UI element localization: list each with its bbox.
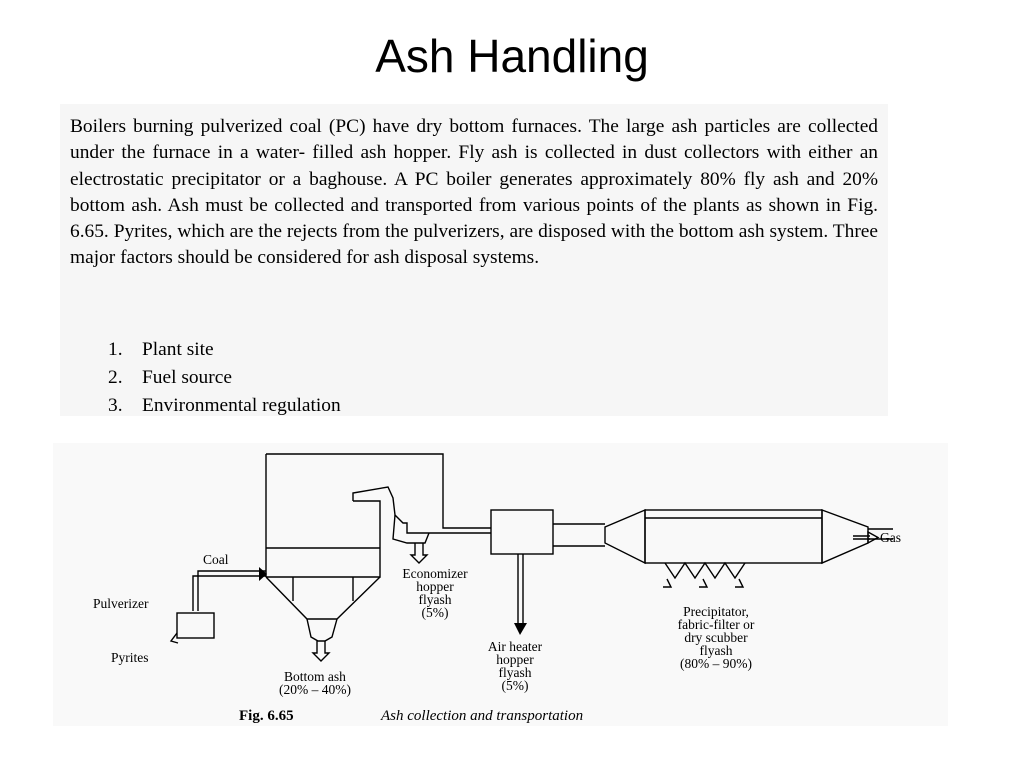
list-item: 2.Fuel source <box>108 367 232 388</box>
svg-text:hopper: hopper <box>496 652 534 667</box>
svg-text:Bottom ash: Bottom ash <box>284 669 346 684</box>
svg-text:(80% – 90%): (80% – 90%) <box>680 656 752 671</box>
ash-flow-diagram: Coal Pulverizer Pyrites Gas Economizer h… <box>93 453 901 724</box>
coal-label: Coal <box>203 552 229 567</box>
svg-text:(5%): (5%) <box>502 678 529 693</box>
svg-text:fabric-filter or: fabric-filter or <box>678 617 755 632</box>
svg-text:dry scubber: dry scubber <box>684 630 748 645</box>
svg-text:Air heater: Air heater <box>488 639 543 654</box>
gas-arrow-icon <box>853 530 880 545</box>
precipitator <box>604 508 893 588</box>
pyrites-label: Pyrites <box>111 650 149 665</box>
figure-caption: Fig. 6.65 Ash collection and transportat… <box>239 708 583 724</box>
precipitator-label: Precipitator, fabric-filter or dry scubb… <box>678 604 755 671</box>
svg-text:Economizer: Economizer <box>402 566 468 581</box>
caption-number: Fig. 6.65 <box>239 708 294 724</box>
svg-text:Precipitator,: Precipitator, <box>683 604 749 619</box>
pulverizer-label: Pulverizer <box>93 596 149 611</box>
economizer-label: Economizer hopper flyash (5%) <box>402 566 468 620</box>
text-excerpt: Boilers burning pulverized coal (PC) hav… <box>60 104 888 416</box>
air-heater <box>490 509 605 635</box>
svg-text:(20% – 40%): (20% – 40%) <box>279 682 351 697</box>
economizer <box>352 486 491 564</box>
slide-title: Ash Handling <box>375 30 649 82</box>
air-heater-label: Air heater hopper flyash (5%) <box>488 639 543 693</box>
svg-text:flyash: flyash <box>700 643 733 658</box>
factor-list: 1.Plant site 2.Fuel source 3.Environment… <box>108 336 341 420</box>
gas-label: Gas <box>880 530 901 545</box>
pulverizer <box>169 612 215 644</box>
bottom-ash-label: Bottom ash (20% – 40%) <box>279 669 351 697</box>
list-item: 1.Plant site <box>108 339 214 360</box>
ash-collection-figure: Coal Pulverizer Pyrites Gas Economizer h… <box>53 443 948 726</box>
svg-text:flyash: flyash <box>499 665 532 680</box>
body-paragraph: Boilers burning pulverized coal (PC) hav… <box>70 116 878 269</box>
list-item: 3.Environmental regulation <box>108 395 341 416</box>
svg-text:(5%): (5%) <box>422 605 449 620</box>
boiler <box>265 453 491 662</box>
caption-text: Ash collection and transportation <box>380 708 583 724</box>
coal-feed <box>192 567 267 611</box>
svg-text:hopper: hopper <box>416 579 454 594</box>
svg-text:flyash: flyash <box>419 592 452 607</box>
